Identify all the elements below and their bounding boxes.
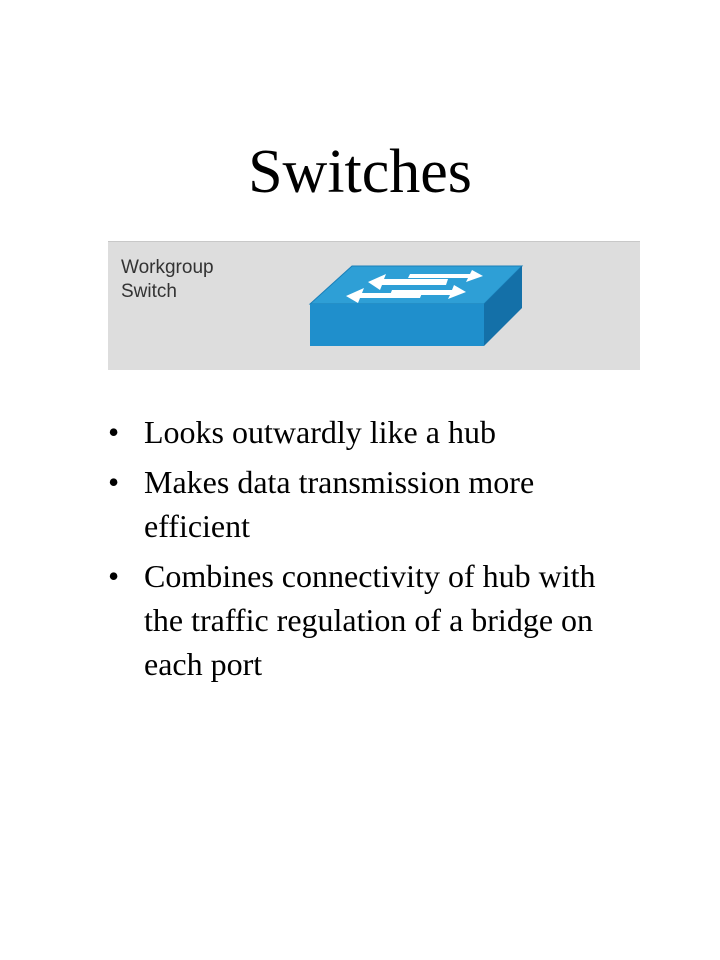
bullet-item-2: • Makes data transmission more efficient [108,460,608,548]
figure-label-line-1: Workgroup [121,257,214,278]
bullet-text-1: Looks outwardly like a hub [144,414,496,450]
switch-figure: Workgroup Switch [108,241,640,370]
bullet-symbol: • [108,464,120,500]
bullet-item-3: • Combines connectivity of hub with the … [108,554,608,686]
bullet-text-2: Makes data transmission more efficient [144,464,535,544]
bullet-text-3: Combines connectivity of hub with the tr… [144,558,596,682]
figure-label-line-2: Switch [121,281,177,302]
switch-front-face [310,304,484,346]
figure-label: Workgroup Switch [121,256,291,304]
bullet-symbol: • [108,414,120,450]
workgroup-switch-icon [308,265,524,346]
arrows-icon [346,270,483,303]
bullet-list: • Looks outwardly like a hub • Makes dat… [108,410,608,692]
switch-side-face [484,266,522,346]
bullet-item-1: • Looks outwardly like a hub [108,410,608,454]
slide-title: Switches [248,138,472,206]
bullet-symbol: • [108,558,120,594]
